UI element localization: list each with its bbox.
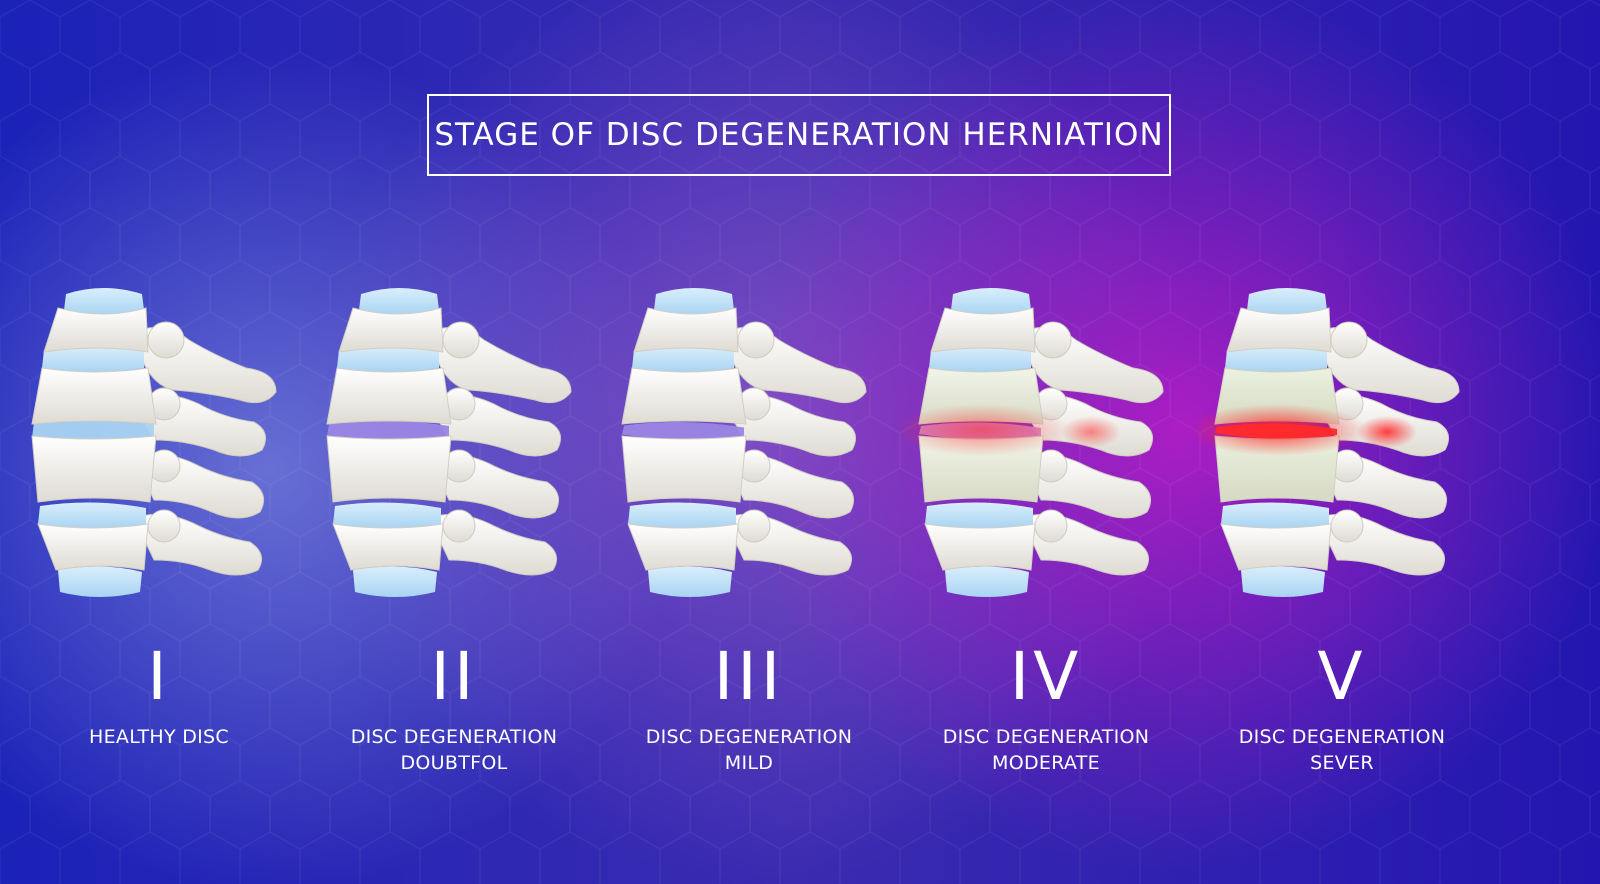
spine-illustration [1197,288,1460,597]
stage-label-line1: DISC DEGENERATION [645,726,853,748]
spine-illustration [14,288,277,597]
spine-illustration [309,288,572,597]
stage-label-line2: MILD [724,752,774,774]
stage-label-line2: SEVER [1310,752,1374,774]
stage-label: DISC DEGENERATION SEVER [1197,724,1487,776]
stage-1: I HEALTHY DISC [14,280,304,780]
stage-numeral: I [147,638,171,715]
stage-numeral: IV [1009,638,1083,715]
stage-2: II DISC DEGENERATION DOUBTFOL [309,280,599,780]
stage-label-line1: DISC DEGENERATION [942,726,1150,748]
stage-numeral: II [430,638,478,715]
stage-label: HEALTHY DISC [14,724,304,750]
stage-label: DISC DEGENERATION MILD [604,724,894,776]
stage-numeral: V [1317,638,1367,715]
stage-label-line2: DOUBTFOL [400,752,508,774]
stage-numeral: III [713,638,785,715]
title-frame: STAGE OF DISC DEGENERATION HERNIATION [427,94,1171,176]
stage-label: DISC DEGENERATION MODERATE [901,724,1191,776]
stage-label-line2: MODERATE [992,752,1100,774]
stage-4: IV DISC DEGENERATION MODERATE [901,280,1191,780]
stage-label-line1: DISC DEGENERATION [1238,726,1446,748]
stage-label: DISC DEGENERATION DOUBTFOL [309,724,599,776]
spine-illustration [901,288,1164,597]
stage-3: III DISC DEGENERATION MILD [604,280,894,780]
stage-5: V DISC DEGENERATION SEVER [1197,280,1487,780]
spine-illustration [604,288,867,597]
stage-label-line1: HEALTHY DISC [89,726,229,748]
stage-label-line1: DISC DEGENERATION [350,726,558,748]
page-title: STAGE OF DISC DEGENERATION HERNIATION [434,117,1164,153]
